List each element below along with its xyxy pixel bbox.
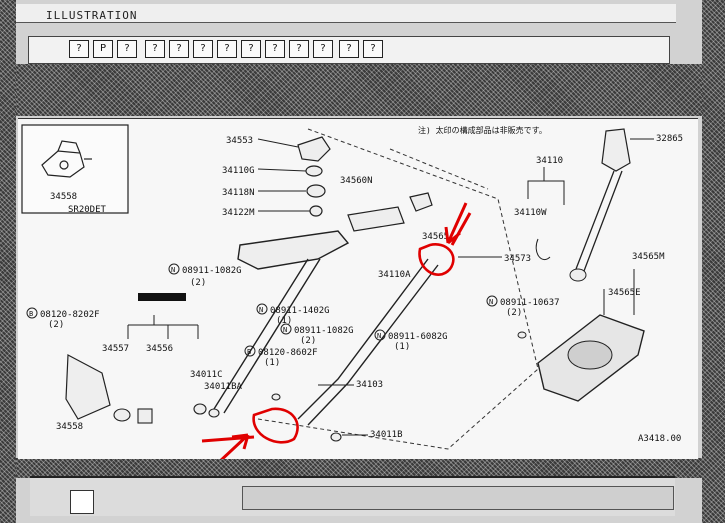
- qty-08911-10637: (2): [506, 308, 522, 318]
- part-label-08911-10637: 08911-10637: [500, 298, 560, 308]
- part-label-34011B: 34011B: [370, 430, 403, 440]
- bracket-lines-34557-34556: [127, 315, 199, 339]
- window-title-bar: ILLUSTRATION: [16, 4, 676, 23]
- shift-knob-32865: [601, 128, 631, 172]
- qty-08120-8202F: (2): [48, 320, 64, 330]
- red-circle-lower: [252, 407, 299, 444]
- rear-bracket-34558: [65, 354, 111, 420]
- window-title: ILLUSTRATION: [46, 9, 138, 22]
- part-label-34558-low: 34558: [56, 422, 83, 432]
- toolbar-button-6[interactable]: ?: [193, 40, 213, 58]
- part-label-34122M: 34122M: [222, 208, 255, 218]
- part-label-08120-8202F: 08120-8202F: [40, 310, 100, 320]
- toolbar-button-8[interactable]: ?: [241, 40, 261, 58]
- toolbar-button-10[interactable]: ?: [289, 40, 309, 58]
- part-label-34011BA: 34011BA: [204, 382, 243, 392]
- right-border: [702, 0, 725, 523]
- inset-bracket-shape: [41, 140, 92, 178]
- diagram-pane: 34558 SR20DET 注) 太印の構成部品は非販売です。: [18, 118, 698, 493]
- svg-text:B: B: [247, 348, 251, 356]
- part-label-34560N: 34560N: [340, 176, 373, 186]
- toolbar-button-2[interactable]: P: [93, 40, 113, 58]
- bushing-stack: [297, 136, 331, 217]
- boot-ring: [535, 238, 551, 261]
- toolbar-button-1[interactable]: ?: [69, 40, 89, 58]
- black-bar-marker: [138, 293, 186, 301]
- toolbar-button-3[interactable]: ?: [117, 40, 137, 58]
- toolbar-button-7[interactable]: ?: [217, 40, 237, 58]
- toolbar-button-11[interactable]: ?: [313, 40, 333, 58]
- left-border: [0, 0, 16, 523]
- part-label-08911-1082G-top: 08911-1082G: [182, 266, 242, 276]
- part-label-34553: 34553: [226, 136, 253, 146]
- toolbar-button-4[interactable]: ?: [145, 40, 165, 58]
- qty-08911-6082G: (1): [394, 342, 410, 352]
- assembly-outline-left: [257, 128, 539, 450]
- page-code: A3418.00: [638, 434, 681, 444]
- svg-text:N: N: [377, 332, 381, 340]
- part-label-34110W: 34110W: [514, 208, 547, 218]
- part-label-34110: 34110: [536, 156, 563, 166]
- svg-text:N: N: [489, 298, 493, 306]
- part-label-34565E: 34565E: [608, 288, 641, 298]
- bottom-band: [16, 458, 702, 478]
- red-arrow-lower: [186, 433, 255, 493]
- part-label-32865: 32865: [656, 134, 683, 144]
- svg-text:N: N: [171, 266, 175, 274]
- part-label-34556: 34556: [146, 344, 173, 354]
- toolbar-button-13[interactable]: ?: [363, 40, 383, 58]
- part-label-08911-6082G: 08911-6082G: [388, 332, 448, 342]
- bottom-status-bar: [30, 476, 675, 516]
- shift-lever-shaft: [575, 170, 623, 272]
- diagram-note: 注) 太印の構成部品は非販売です。: [418, 125, 547, 135]
- part-label-34011C: 34011C: [190, 370, 223, 380]
- qty-08120-8602F: (1): [264, 358, 280, 368]
- lower-rod-34103: [297, 258, 439, 426]
- part-label-34573: 34573: [504, 254, 531, 264]
- toolbar-button-5[interactable]: ?: [169, 40, 189, 58]
- part-label-08120-8602F: 08120-8602F: [258, 348, 318, 358]
- svg-text:N: N: [283, 326, 287, 334]
- qty-08911-1082G-top: (2): [190, 278, 206, 288]
- red-arrow-upper: [444, 202, 472, 246]
- parts-diagram: 34558 SR20DET 注) 太印の構成部品は非販売です。: [21, 124, 683, 493]
- part-label-08911-1402G: 08911-1402G: [270, 306, 330, 316]
- upper-rod: [213, 258, 321, 414]
- part-label-34565: 34565: [422, 232, 449, 242]
- qty-08911-1402G: (1): [276, 316, 292, 326]
- shifter-housing-dome: [567, 340, 613, 370]
- small-bushings: [113, 393, 342, 442]
- svg-text:B: B: [29, 310, 33, 318]
- top-band: [16, 64, 702, 116]
- red-circle-upper: [418, 243, 455, 276]
- part-label-34110A: 34110A: [378, 270, 411, 280]
- status-field-right: [242, 486, 674, 510]
- part-label-34103: 34103: [356, 380, 383, 390]
- svg-text:N: N: [259, 306, 263, 314]
- inset-part-label: 34558: [50, 192, 77, 202]
- toolbar-button-9[interactable]: ?: [265, 40, 285, 58]
- qty-08911-1082G-mid: (2): [300, 336, 316, 346]
- bracket-34560N: [347, 206, 405, 232]
- part-label-34118N: 34118N: [222, 188, 255, 198]
- part-label-34110G: 34110G: [222, 166, 255, 176]
- toolbar: ? P ? ? ? ? ? ? ? ? ? ? ?: [28, 36, 670, 64]
- status-field-left: [70, 490, 94, 514]
- variant-label: SR20DET: [68, 205, 107, 215]
- shift-lever-pivot: [569, 268, 587, 282]
- assembly-outline-right: [389, 148, 489, 190]
- inset-box: [21, 124, 129, 214]
- part-label-34557: 34557: [102, 344, 129, 354]
- part-label-34565M: 34565M: [632, 252, 665, 262]
- clip-34565: [409, 192, 433, 212]
- part-label-08911-1082G-mid: 08911-1082G: [294, 326, 354, 336]
- upper-control-arm: [237, 230, 350, 270]
- toolbar-button-12[interactable]: ?: [339, 40, 359, 58]
